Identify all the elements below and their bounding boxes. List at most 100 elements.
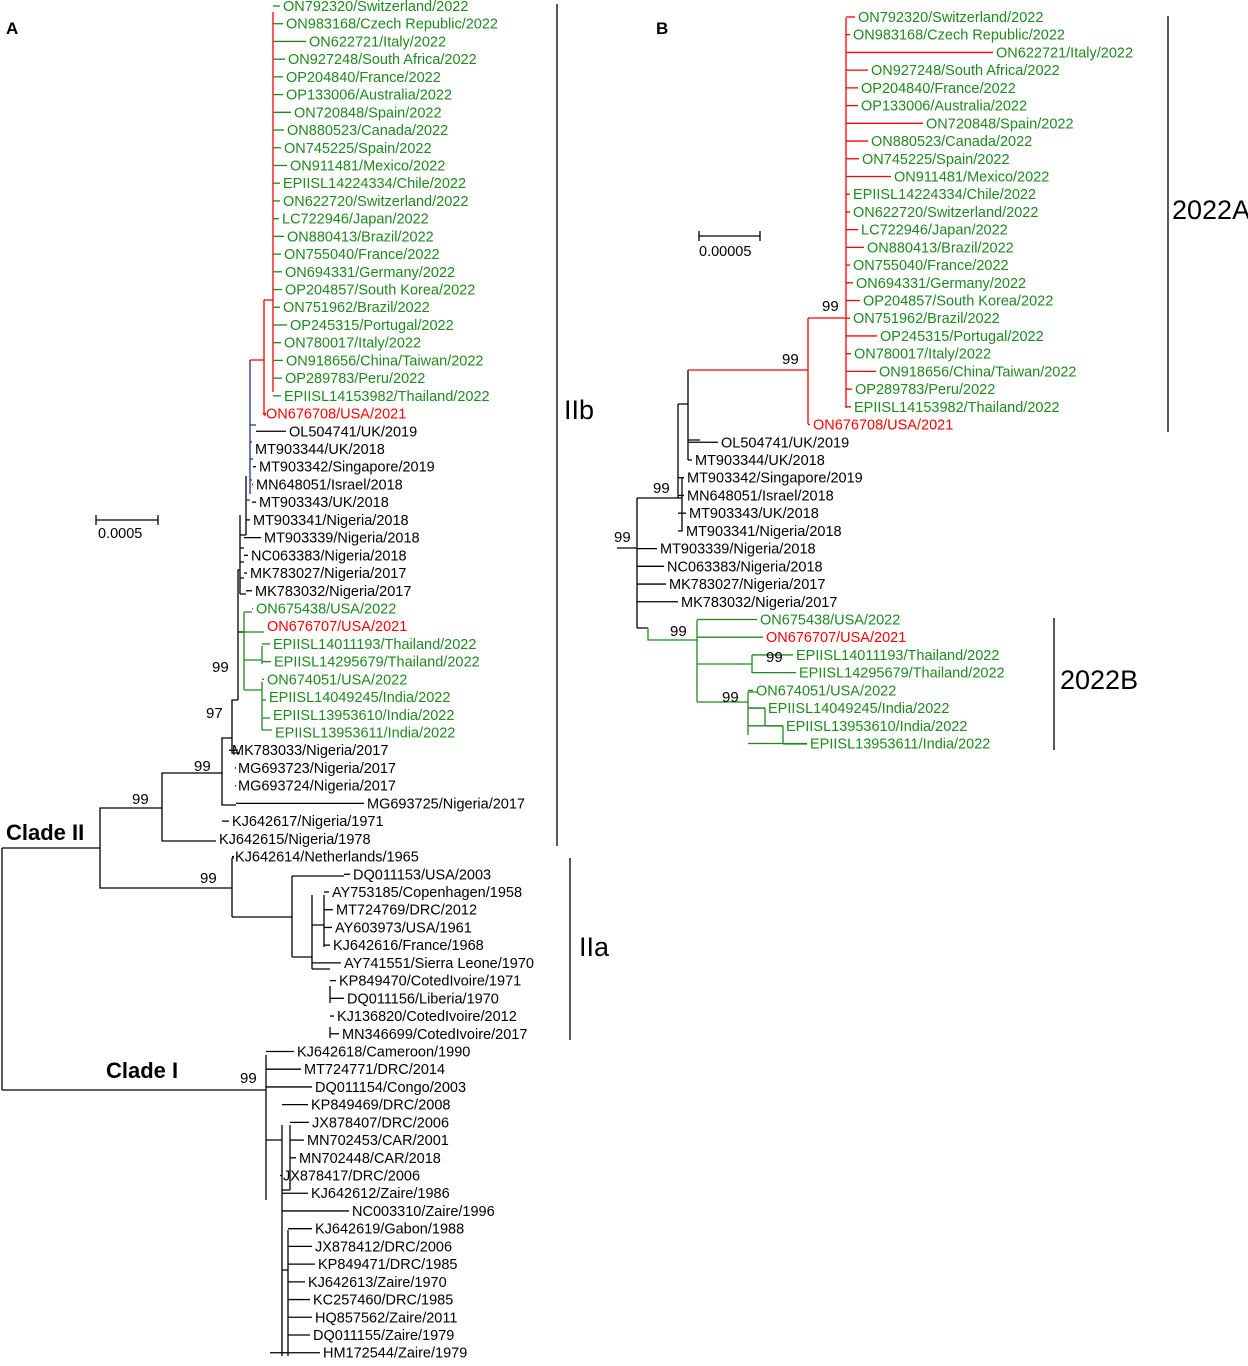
scale-label-b: 0.00005 <box>699 244 751 260</box>
leaf-label-a: JX878407/DRC/2006 <box>312 1115 449 1131</box>
tree-a-nigeria-2018-branches <box>239 476 247 595</box>
leaf-label-a: ON983168/Czech Republic/2022 <box>286 17 498 33</box>
leaf-label-b: ON880413/Brazil/2022 <box>867 240 1014 256</box>
leaf-label-b: ON983168/Czech Republic/2022 <box>853 28 1065 44</box>
leaf-label-a: OP133006/Australia/2022 <box>286 88 452 104</box>
leaf-label-a: ON911481/Mexico/2022 <box>290 158 445 174</box>
panel-a-label: A <box>6 19 18 38</box>
clade-ii-label: Clade II <box>6 820 84 845</box>
leaf-label-b: ON720848/Spain/2022 <box>926 116 1074 132</box>
leaf-label-a: KJ136820/CotedIvoire/2012 <box>337 1009 517 1025</box>
leaf-label-a: JX878417/DRC/2006 <box>283 1169 420 1185</box>
leaf-label-b: LC722946/Japan/2022 <box>861 223 1008 239</box>
leaf-label-a: MT903342/Singapore/2019 <box>259 460 435 476</box>
leaf-label-b: NC063383/Nigeria/2018 <box>667 559 823 575</box>
leaf-label-b: EPIISL14011193/Thailand/2022 <box>796 648 999 664</box>
leaf-label-b: MT903339/Nigeria/2018 <box>660 542 816 558</box>
leaf-label-b: EPIISL13953610/India/2022 <box>786 719 967 735</box>
bootstrap-b-3: 99 <box>653 480 670 497</box>
leaf-label-a: EPIISL14153982/Thailand/2022 <box>284 389 490 405</box>
leaf-label-a: ON792320/Switzerland/2022 <box>283 0 468 15</box>
leaf-label-a: LC722946/Japan/2022 <box>282 212 429 228</box>
leaf-label-a: HQ857562/Zaire/2011 <box>315 1310 457 1326</box>
leaf-label-a: OP245315/Portugal/2022 <box>290 318 454 334</box>
leaf-label-b: MT903344/UK/2018 <box>695 453 825 469</box>
leaf-label-a: NC003310/Zaire/1996 <box>352 1204 495 1220</box>
leaf-label-a: KJ642619/Gabon/1988 <box>315 1222 464 1238</box>
leaf-label-a: ON927248/South Africa/2022 <box>288 52 477 68</box>
leaf-label-a: ON676708/USA/2021 <box>266 407 406 423</box>
tree-a-iia-branches <box>231 857 344 1038</box>
leaf-label-a: KJ642613/Zaire/1970 <box>308 1275 447 1291</box>
leaf-label-a: JX878412/DRC/2006 <box>315 1239 452 1255</box>
leaf-label-a: ON745225/Spain/2022 <box>284 141 432 157</box>
leaf-label-b: OP245315/Portugal/2022 <box>880 329 1044 345</box>
leaf-label-b: ON927248/South Africa/2022 <box>871 63 1060 79</box>
leaf-label-a: OP289783/Peru/2022 <box>285 371 425 387</box>
leaf-label-a: KJ642616/France/1968 <box>333 938 484 954</box>
scale-label-a: 0.0005 <box>98 526 142 542</box>
leaf-label-b: ON755040/France/2022 <box>853 258 1009 274</box>
leaf-label-b: OP289783/Peru/2022 <box>855 382 995 398</box>
bracket-2022a-label: 2022A <box>1172 195 1248 225</box>
leaf-label-a: OL504741/UK/2019 <box>289 424 417 440</box>
leaf-label-b: MT903343/UK/2018 <box>689 506 819 522</box>
bootstrap-b-7: 99 <box>722 689 739 706</box>
leaf-label-a: ON675438/USA/2022 <box>256 601 396 617</box>
leaf-label-a: KP849469/DRC/2008 <box>311 1098 450 1114</box>
bracket-iib-label: IIb <box>564 395 594 425</box>
bootstrap-b-1: 99 <box>822 298 839 315</box>
leaf-label-a: MN346699/CotedIvoire/2017 <box>342 1027 527 1043</box>
leaf-label-a: EPIISL13953611/India/2022 <box>275 726 455 742</box>
leaf-label-b: ON622721/Italy/2022 <box>996 45 1133 61</box>
leaf-label-b: MK783027/Nigeria/2017 <box>669 577 825 593</box>
leaf-label-a: EPIISL14011193/Thailand/2022 <box>273 637 476 653</box>
leaf-label-b: EPIISL14049245/India/2022 <box>768 701 949 717</box>
leaf-label-a: KJ642615/Nigeria/1978 <box>219 832 371 848</box>
leaf-label-b: ON676707/USA/2021 <box>766 630 906 646</box>
tree-b-2022a-branches <box>688 18 847 424</box>
leaf-label-b: ON694331/Germany/2022 <box>856 276 1026 292</box>
leaf-label-a: ON674051/USA/2022 <box>267 672 407 688</box>
leaf-label-b: MT903341/Nigeria/2018 <box>686 524 842 540</box>
tree-a-root-branches <box>1 807 232 1091</box>
leaf-label-a: MK783032/Nigeria/2017 <box>255 584 411 600</box>
tree-b-2022b-branches <box>647 620 753 735</box>
leaf-label-b: ON780017/Italy/2022 <box>854 347 991 363</box>
leaf-label-a: MT724771/DRC/2014 <box>304 1062 445 1078</box>
leaf-label-a: AY741551/Sierra Leone/1970 <box>344 956 534 972</box>
leaf-label-a: MN702453/CAR/2001 <box>307 1133 449 1149</box>
leaf-label-b: ON676708/USA/2021 <box>813 418 953 434</box>
leaf-label-b: ON675438/USA/2022 <box>760 612 900 628</box>
bracket-2022b-label: 2022B <box>1060 665 1138 695</box>
bootstrap-a-6: 99 <box>240 1070 257 1087</box>
leaf-label-a: ON622720/Switzerland/2022 <box>283 194 468 210</box>
bootstrap-b-5: 99 <box>670 623 687 640</box>
tree-a-clade-i-branches <box>232 1055 291 1356</box>
bootstrap-b-6: 99 <box>766 649 783 666</box>
leaf-label-a: EPIISL13953610/India/2022 <box>273 708 454 724</box>
panel-b-label: B <box>656 19 668 38</box>
bootstrap-a-4: 99 <box>132 791 149 808</box>
leaf-label-a: MT903344/UK/2018 <box>255 442 385 458</box>
leaf-label-a: KP849470/CotedIvoire/1971 <box>339 974 521 990</box>
bootstrap-a-5: 99 <box>200 870 217 887</box>
leaf-label-b: EPIISL14295679/Thailand/2022 <box>799 666 1005 682</box>
bootstrap-a-2: 97 <box>206 705 223 722</box>
clade-i-label: Clade I <box>106 1058 178 1083</box>
leaf-label-a: ON880413/Brazil/2022 <box>287 229 434 245</box>
leaf-label-a: HM172544/Zaire/1979 <box>323 1346 467 1362</box>
bracket-iia-label: IIa <box>579 932 610 962</box>
leaf-label-a: EPIISL14295679/Thailand/2022 <box>274 655 480 671</box>
leaf-label-b: EPIISL14224334/Chile/2022 <box>853 187 1036 203</box>
leaf-label-a: MT724769/DRC/2012 <box>336 903 477 919</box>
tree-b-india-branches <box>748 691 807 745</box>
tree-a-blue-lineage <box>246 360 256 501</box>
tree-a-red-lineage <box>250 12 274 416</box>
leaf-label-a: ON622721/Italy/2022 <box>309 34 446 50</box>
leaf-label-a: KJ642612/Zaire/1986 <box>311 1186 450 1202</box>
leaf-label-a: MN648051/Israel/2018 <box>256 477 403 493</box>
leaf-label-b: MT903342/Singapore/2019 <box>687 471 863 487</box>
leaf-label-a: MG693724/Nigeria/2017 <box>238 779 396 795</box>
